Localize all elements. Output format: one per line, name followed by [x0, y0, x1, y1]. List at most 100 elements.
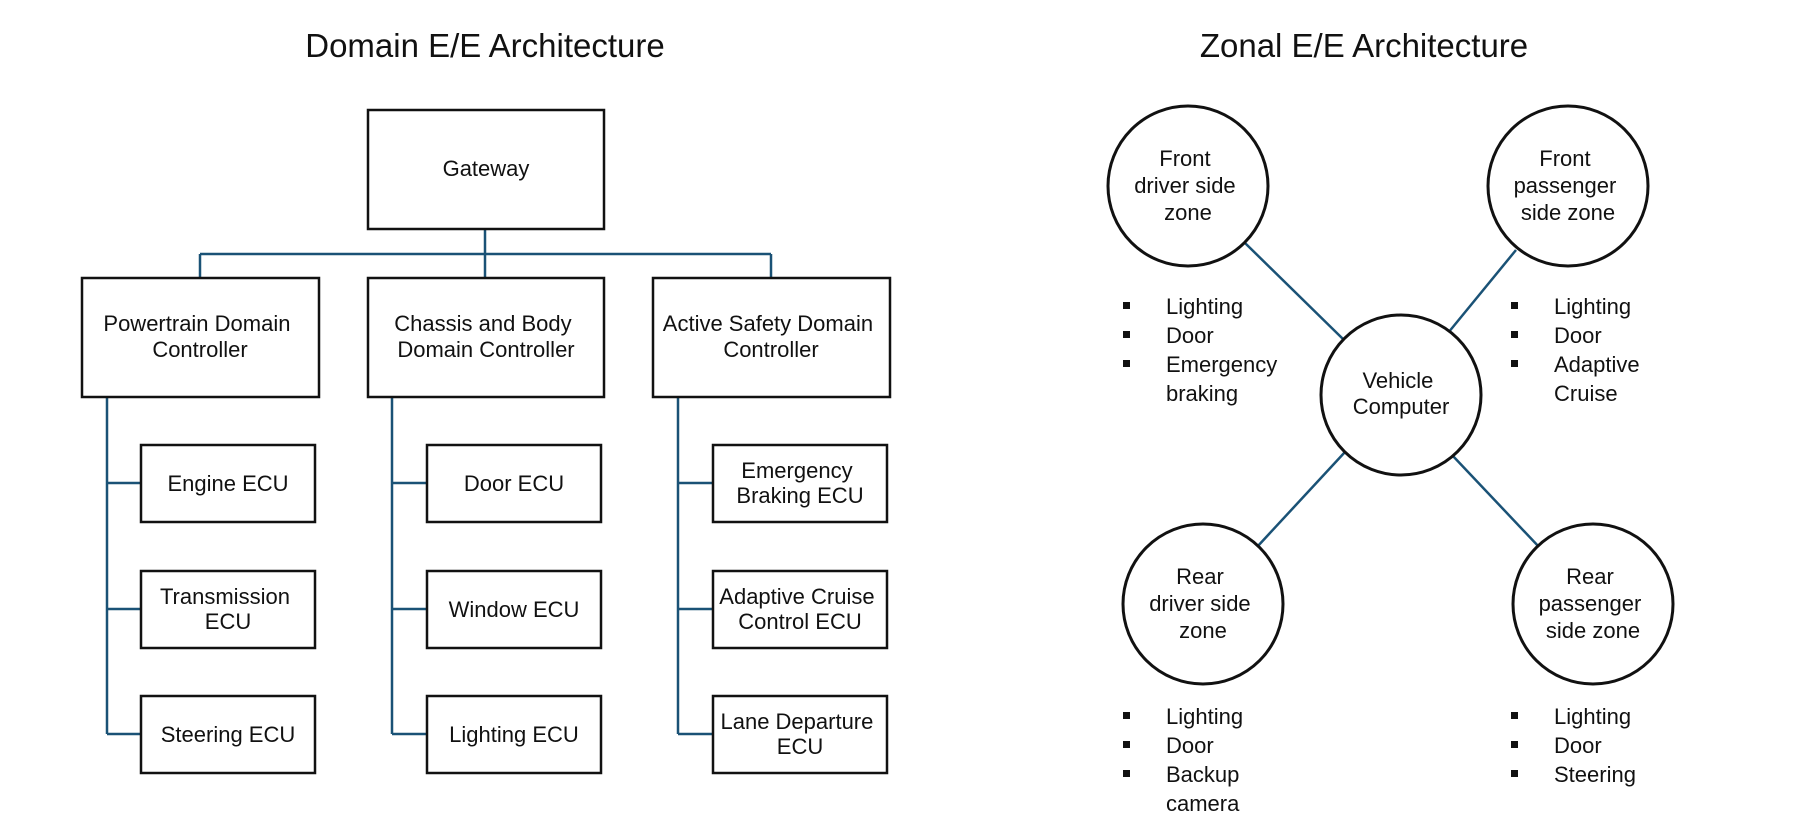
ecu-label: Lighting ECU: [449, 722, 579, 747]
svg-text:Lighting ECU: Lighting ECU: [449, 722, 579, 747]
ecu-node: Door ECU: [425, 443, 603, 524]
zone-label: Rear: [1566, 564, 1614, 589]
ecu-node: Emergency Braking ECU: [711, 443, 889, 524]
zone-item: Adaptive: [1554, 352, 1640, 377]
domain-controller-label: Controller: [723, 337, 818, 362]
svg-text:Powertrain Domain Contro: Powertrain Domain Controller: [103, 311, 296, 362]
ecu-label: Lane Departure: [720, 709, 873, 734]
domain-controller-label: Controller: [152, 337, 247, 362]
domain-controller-chassis-body: Chassis and Body Domain Controller: [366, 276, 606, 399]
zone-label: Front: [1539, 146, 1590, 171]
zone-item: Door: [1554, 323, 1602, 348]
zone-label: zone: [1179, 618, 1227, 643]
zone-item: Door: [1166, 323, 1214, 348]
ecu-label: Adaptive Cruise: [719, 584, 874, 609]
zone-item: Lighting: [1554, 294, 1631, 319]
svg-text:Front passenger si: Front passenger side zone: [1514, 146, 1623, 225]
zone-label: passenger: [1514, 173, 1617, 198]
ecu-node: Adaptive Cruise Control ECU: [711, 569, 889, 650]
gateway-label: Gateway: [443, 156, 530, 181]
zone-label: zone: [1164, 200, 1212, 225]
zone-label: Rear: [1176, 564, 1224, 589]
zone-bullet-list: Lighting Door Backup camera: [1123, 704, 1243, 816]
zone-item: Emergency: [1166, 352, 1277, 377]
svg-text:Emergency Braking ECU: Emergency Braking ECU: [736, 458, 863, 508]
bullet-icon: [1511, 331, 1518, 338]
domain-controller-powertrain: Powertrain Domain Controller: [80, 276, 321, 399]
bullet-icon: [1511, 741, 1518, 748]
zonal-title: Zonal E/E Architecture: [1200, 27, 1528, 64]
vehicle-computer-label: Vehicle: [1362, 368, 1433, 393]
svg-text:Steering ECU: Steering ECU: [161, 722, 296, 747]
domain-controller-label: Domain Controller: [397, 337, 574, 362]
ecu-label: Transmission: [160, 584, 290, 609]
zone-bullet-list: Lighting Door Emergency braking: [1123, 294, 1283, 406]
zone-item: Steering: [1554, 762, 1636, 787]
domain-connectors: [105, 229, 773, 736]
ecu-node: Lighting ECU: [425, 694, 603, 775]
svg-text:Lighting Door Stee: Lighting Door Steering: [1554, 704, 1637, 787]
ecu-node: Window ECU: [425, 569, 603, 650]
zone-front-passenger-side: Front passenger side zone: [1486, 104, 1650, 268]
ecu-node: Lane Departure ECU: [711, 694, 889, 775]
zone-item: Cruise: [1554, 381, 1618, 406]
bullet-icon: [1511, 712, 1518, 719]
ecu-label: Door ECU: [464, 471, 564, 496]
svg-text:Lighting Door Adap: Lighting Door Adaptive Cruise: [1554, 294, 1646, 406]
zone-item: Door: [1554, 733, 1602, 758]
svg-text:Rear driver side z: Rear driver side zone: [1149, 564, 1257, 643]
svg-text:Door ECU: Door ECU: [464, 471, 564, 496]
svg-text:Front driver side: Front driver side zone: [1134, 146, 1242, 225]
bullet-icon: [1511, 360, 1518, 367]
bullet-icon: [1511, 770, 1518, 777]
domain-controller-label: Chassis and Body: [394, 311, 571, 336]
ecu-node: Transmission ECU: [139, 569, 317, 650]
svg-text:Window ECU: Window ECU: [449, 597, 580, 622]
ecu-label: Window ECU: [449, 597, 580, 622]
gateway-node: Gateway: [366, 108, 606, 231]
zone-item: camera: [1166, 791, 1240, 816]
zone-bullet-list: Lighting Door Steering: [1511, 704, 1637, 787]
svg-text:Vehicle Computer: Vehicle Computer: [1353, 368, 1450, 419]
vehicle-computer-node: Vehicle Computer: [1319, 313, 1483, 477]
zone-item: braking: [1166, 381, 1238, 406]
svg-text:Adaptive Cruise Control: Adaptive Cruise Control ECU: [719, 584, 880, 634]
ecu-label: Braking ECU: [736, 483, 863, 508]
bullet-icon: [1123, 331, 1130, 338]
zone-label: side zone: [1521, 200, 1615, 225]
ecu-label: Engine ECU: [167, 471, 288, 496]
svg-text:Rear passenger sid: Rear passenger side zone: [1539, 564, 1648, 643]
ecu-label: Control ECU: [738, 609, 861, 634]
zone-label: driver side: [1134, 173, 1235, 198]
domain-title: Domain E/E Architecture: [305, 27, 665, 64]
vehicle-computer-label: Computer: [1353, 394, 1450, 419]
ecu-label: Steering ECU: [161, 722, 296, 747]
zone-front-driver-side: Front driver side zone: [1106, 104, 1270, 268]
bullet-icon: [1123, 360, 1130, 367]
svg-text:Lane Departure ECU: Lane Departure ECU: [720, 709, 879, 759]
svg-text:Lighting Door Emer: Lighting Door Emergency braking: [1166, 294, 1283, 406]
zone-item: Lighting: [1166, 704, 1243, 729]
domain-controller-label: Active Safety Domain: [663, 311, 873, 336]
zone-item: Lighting: [1554, 704, 1631, 729]
bullet-icon: [1123, 712, 1130, 719]
zone-label: Front: [1159, 146, 1210, 171]
zone-label: side zone: [1546, 618, 1640, 643]
domain-controller-label: Powertrain Domain: [103, 311, 290, 336]
bullet-icon: [1511, 302, 1518, 309]
zone-rear-driver-side: Rear driver side zone: [1121, 522, 1285, 686]
svg-text:Chassis and Body Domain: Chassis and Body Domain Controller: [394, 311, 577, 362]
ecu-node: Steering ECU: [139, 694, 317, 775]
ecu-node: Engine ECU: [139, 443, 317, 524]
zone-item: Backup: [1166, 762, 1239, 787]
svg-text:Active Safety Domain Con: Active Safety Domain Controller: [663, 311, 879, 362]
bullet-icon: [1123, 302, 1130, 309]
domain-controller-active-safety: Active Safety Domain Controller: [651, 276, 892, 399]
zonal-connectors: [1244, 242, 1541, 549]
bullet-icon: [1123, 770, 1130, 777]
zone-rear-passenger-side: Rear passenger side zone: [1511, 522, 1675, 686]
zone-label: driver side: [1149, 591, 1250, 616]
ecu-label: ECU: [777, 734, 823, 759]
svg-text:Engine ECU: Engine ECU: [167, 471, 288, 496]
